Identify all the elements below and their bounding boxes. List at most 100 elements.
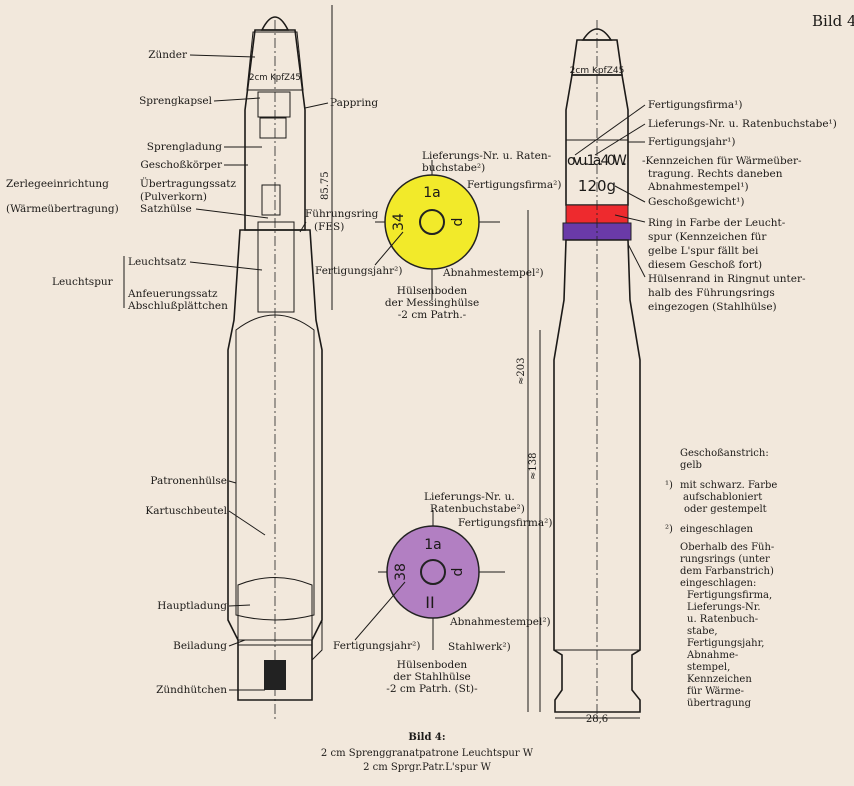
dimension-projectile-length: 85.75 [320,171,331,200]
cross-section-drawing: 2cm KpfZ45 85.75 [227,5,333,720]
label-external-view-labels-ring-0: Ring in Farbe der Leucht- [648,217,786,229]
label-brass-base-maker: d [450,218,466,227]
label-notes-note2-detail-9: Abnahme- [686,650,738,661]
detonator [257,91,291,118]
dimension-rim-diameter: 28,6 [586,714,608,725]
label-section-labels-zerlegeeinrichtung: Zerlegeeinrichtung [6,178,109,190]
label-steel-base-label-year: Fertigungsjahr²) [333,640,420,652]
label-notes-note2-detail-4: Fertigungsfirma, [687,590,772,601]
label-notes-note2-detail-3: eingeschlagen: [680,578,756,589]
label-external-view-labels-firma: Fertigungsfirma¹) [648,99,742,111]
label-section-labels-zuendhuetchen: Zündhütchen [156,684,227,696]
dimension-total-length: ≈203 [516,358,527,385]
label-section-labels-waermeuebertragung: (Wärmeübertragung) [6,203,119,215]
steel-case-base: 1a 38 d II Lieferungs-Nr. u. Ratenbuchst… [333,491,552,695]
label-notes-anstrich-0: Geschoßanstrich: [680,448,769,459]
label-brass-base-label-lot-1: buchstabe²) [422,162,485,174]
label-external-view-labels-ring-3: diesem Geschoß fort) [648,259,762,271]
label-section-labels-patronenhuelse: Patronenhülse [150,475,227,487]
label-steel-base-label-stamp: Abnahmestempel²) [449,616,551,628]
label-section-labels-pappring: Pappring [330,97,378,109]
label-steel-base-label-lot-0: Lieferungs-Nr. u. [424,491,515,503]
dimension-case-length: ≈138 [528,453,539,480]
brass-case-base: 1a 34 d Lieferungs-Nr. u. Raten- buchsta… [315,150,561,321]
label-section-labels-leuchtsatz: Leuchtsatz [128,256,187,268]
figure-caption: Bild 4: 2 cm Sprenggranatpatrone Leuchts… [321,732,534,773]
label-brass-base-label-lot-0: Lieferungs-Nr. u. Raten- [422,150,552,162]
label-section-labels-uebertragungssatz: Übertragungssatz [140,176,237,190]
label-external-view-labels-kennzeichen-1: tragung. Rechts daneben [648,168,783,180]
label-notes-note2-detail-5: Lieferungs-Nr. [687,602,761,613]
label-external-view-labels-kennzeichen-2: Abnahmestempel¹) [647,181,749,193]
label-steel-base-lot: 1a [424,537,442,553]
label-external-view-labels-huelsenrand-2: eingezogen (Stahlhülse) [648,301,777,313]
label-brass-base-caption-1: der Messinghülse [385,297,479,309]
label-notes-note2-detail-11: Kennzeichen [687,674,752,685]
brass-base-disc [384,174,480,270]
label-notes-note1-1: aufschabloniert [683,492,762,503]
label-section-labels-sprengkapsel: Sprengkapsel [139,95,213,107]
label-notes-note2-detail-13: übertragung [687,698,752,709]
label-notes-note1-mark: ¹) [665,480,673,491]
label-brass-base-caption-2: -2 cm Patrh.- [398,309,467,321]
main-charge [237,577,313,641]
label-brass-base-lot: 1a [423,185,441,201]
label-steel-base-label-lot-1: Ratenbuchstabe²) [430,503,525,515]
powder-bag [235,314,315,621]
label-external-view-labels-huelsenrand-0: Hülsenrand in Ringnut unter- [648,273,806,285]
label-brass-base-label-maker: Fertigungsfirma²) [467,179,561,191]
label-notes-anstrich-1: gelb [680,460,702,471]
label-external-view-labels-ring-2: gelbe L'spur fällt bei [648,245,759,257]
label-notes-note1-2: oder gestempelt [684,504,767,515]
fuze-body [246,31,304,91]
label-steel-base-maker: d [450,568,466,577]
cartridge-case-external [553,239,641,713]
label-steel-base-label-steelworks: Stahlwerk²) [448,641,511,653]
cross-section-labels: Zünder Sprengkapsel Pappring Sprengladun… [6,49,379,696]
label-steel-base-caption-2: -2 cm Patrh. (St)- [386,683,478,695]
label-section-labels-anfeuerungssatz: Anfeuerungssatz [127,288,218,300]
label-brass-base-label-stamp: Abnahmestempel²) [442,267,544,279]
figure-label: Bild 4 [812,12,854,30]
transfer-charge [261,184,281,216]
footnotes: Geschoßanstrich: gelb ¹) mit schwarz. Fa… [665,448,777,709]
label-caption-line2: 2 cm Sprgr.Patr.L'spur W [363,762,492,773]
label-notes-note2-detail-7: stabe, [687,626,718,637]
label-external-view-labels-ring-1: spur (Kennzeichen für [648,231,767,243]
label-notes-note2-detail-12: für Wärme- [687,686,744,697]
label-notes-note2-mark: ²) [665,524,673,535]
label-section-labels-satzhuelse: Satzhülse [140,203,192,215]
label-section-labels-geschosskoerper: Geschoßkörper [140,159,223,171]
label-section-labels-kartuschbeutel: Kartuschbeutel [145,505,227,517]
label-section-labels-pulverkorn: (Pulverkorn) [140,191,207,203]
label-brass-base-label-year: Fertigungsjahr²) [315,265,402,277]
label-steel-base-label-maker: Fertigungsfirma²) [458,517,552,529]
label-external-view-labels-huelsenrand-1: halb des Führungsrings [648,287,775,299]
label-external-view-labels-kennzeichen-0: -Kennzeichen für Wärmeüber- [642,155,802,167]
label-section-labels-sprengladung: Sprengladung [147,141,222,153]
label-notes-note2-detail-2: dem Farbanstrich) [680,566,774,577]
label-section-labels-beiladung: Beiladung [173,640,227,652]
label-external-view-labels-gewicht: Geschoßgewicht¹) [648,196,744,208]
label-brass-base-year: 34 [391,213,407,231]
label-notes-note2-detail-10: stempel, [687,662,730,673]
label-section-labels-abschlussplaettchen: Abschlußplättchen [127,300,228,312]
label-notes-note2: eingeschlagen [680,524,754,535]
label-brass-base-caption-0: Hülsenboden [397,285,468,297]
label-notes-note2-detail-1: rungsrings (unter [680,554,770,565]
external-view-drawing: 2cm KpfZ45 ovu.1a.40W. 120g ≈203 ≈138 28… [516,20,641,725]
label-section-labels-fuehrungsring: Führungsring [305,208,379,220]
label-steel-base-steelworks: II [425,593,434,612]
label-section-labels-zuender: Zünder [148,49,188,61]
label-notes-note2-detail-8: Fertigungsjahr, [687,638,765,649]
label-steel-base-year: 38 [393,563,409,581]
label-caption-line1: 2 cm Sprenggranatpatrone Leuchtspur W [321,748,534,759]
label-caption-title: Bild 4: [408,732,445,743]
label-external-view-labels-lieferung: Lieferungs-Nr. u. Ratenbuchstabe¹) [648,118,837,130]
external-view-labels: Fertigungsfirma¹) Lieferungs-Nr. u. Rate… [574,99,837,313]
label-section-labels-leuchtspur: Leuchtspur [52,276,114,288]
label-steel-base-caption-0: Hülsenboden [397,659,468,671]
label-section-labels-hauptladung: Hauptladung [157,600,227,612]
tracer-composition [257,221,295,313]
